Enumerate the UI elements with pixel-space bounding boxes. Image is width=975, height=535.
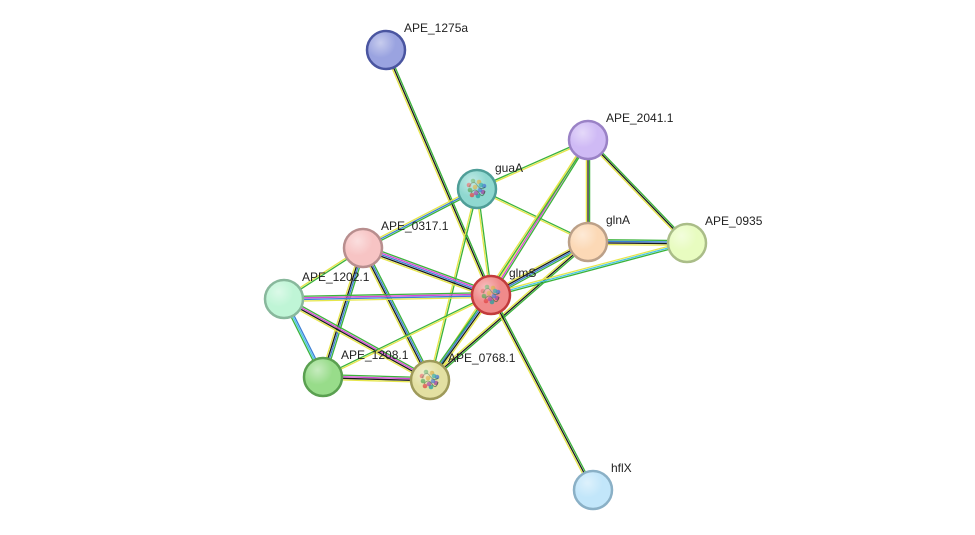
edge-APE_1275a-glmS[interactable] bbox=[383, 49, 494, 296]
node-label: APE_2041.1 bbox=[606, 111, 674, 125]
edge-strand bbox=[491, 293, 595, 490]
node-APE_0768.1[interactable]: APE_0768.1 bbox=[409, 351, 516, 401]
edge-strand bbox=[361, 187, 477, 248]
node-highlight bbox=[368, 32, 404, 68]
edge-strand bbox=[283, 291, 491, 298]
edge-strand bbox=[323, 248, 365, 378]
edge-strand bbox=[323, 295, 492, 379]
edge-strand bbox=[284, 296, 432, 379]
node-guaA[interactable]: guaA bbox=[456, 161, 523, 210]
edge-APE_2041.1-APE_0935[interactable] bbox=[586, 138, 689, 245]
edge-glnA-APE_0768.1[interactable] bbox=[428, 240, 590, 382]
edge-strand bbox=[363, 244, 493, 293]
edge-strand bbox=[428, 240, 588, 380]
edge-strand bbox=[588, 138, 689, 243]
edge-strand bbox=[284, 296, 492, 303]
edge-guaA-glnA[interactable] bbox=[476, 187, 589, 244]
edge-APE_0935-glmS[interactable] bbox=[490, 240, 688, 298]
node-label: APE_1208.1 bbox=[341, 348, 409, 362]
edge-strand bbox=[476, 189, 588, 244]
edge-strand bbox=[586, 140, 687, 245]
edge-strand bbox=[477, 187, 589, 242]
edge-strand bbox=[320, 247, 362, 377]
edge-strand bbox=[324, 248, 366, 378]
node-APE_1275a[interactable]: APE_1275a bbox=[365, 21, 468, 71]
node-label: glmS bbox=[509, 266, 536, 280]
node-label: hflX bbox=[611, 461, 632, 475]
edge-strand bbox=[284, 297, 431, 380]
edge-strand bbox=[362, 188, 478, 249]
node-highlight bbox=[459, 171, 495, 207]
edge-strand bbox=[363, 189, 479, 250]
edge-strand bbox=[364, 246, 433, 380]
node-hflX[interactable]: hflX bbox=[572, 461, 632, 511]
edge-APE_0317.1-glmS[interactable] bbox=[361, 244, 493, 299]
edge-strand bbox=[490, 240, 687, 295]
edge-APE_1202.1-APE_0768.1[interactable] bbox=[282, 296, 432, 383]
edges-layer bbox=[281, 49, 689, 492]
node-glmS[interactable]: glmS bbox=[470, 266, 536, 316]
node-highlight bbox=[570, 122, 606, 158]
edge-strand bbox=[385, 49, 492, 296]
node-APE_1202.1[interactable]: APE_1202.1 bbox=[263, 270, 370, 320]
node-APE_1208.1[interactable]: APE_1208.1 bbox=[302, 348, 409, 398]
edge-strand bbox=[383, 50, 491, 296]
edge-strand bbox=[430, 242, 590, 382]
edge-strand bbox=[490, 242, 688, 296]
edge-strand bbox=[360, 248, 429, 382]
node-highlight bbox=[473, 277, 509, 313]
edge-strand bbox=[284, 295, 492, 301]
node-highlight bbox=[669, 225, 705, 261]
node-glnA[interactable]: glnA bbox=[567, 213, 630, 263]
edge-APE_1202.1-glmS[interactable] bbox=[283, 291, 492, 303]
node-label: APE_0317.1 bbox=[381, 219, 449, 233]
node-label: APE_1202.1 bbox=[302, 270, 370, 284]
edge-APE_1208.1-glmS[interactable] bbox=[322, 293, 492, 379]
node-highlight bbox=[305, 359, 341, 395]
edge-strand bbox=[386, 49, 494, 295]
node-highlight bbox=[570, 224, 606, 260]
node-highlight bbox=[266, 281, 302, 317]
node-highlight bbox=[345, 230, 381, 266]
node-highlight bbox=[575, 472, 611, 508]
edge-APE_0317.1-APE_1208.1[interactable] bbox=[320, 247, 366, 378]
edge-strand bbox=[491, 243, 688, 298]
node-label: APE_0935 bbox=[705, 214, 763, 228]
node-highlight bbox=[412, 362, 448, 398]
edge-strand bbox=[282, 300, 430, 383]
edge-strand bbox=[362, 248, 491, 298]
edge-strand bbox=[361, 248, 430, 381]
edge-glmS-hflX[interactable] bbox=[489, 293, 595, 492]
edge-strand bbox=[321, 247, 363, 377]
edge-strand bbox=[283, 299, 430, 382]
edge-guaA-APE_0317.1[interactable] bbox=[361, 187, 479, 250]
edge-strand bbox=[363, 245, 492, 295]
edge-strand bbox=[363, 247, 432, 380]
edge-strand bbox=[322, 293, 491, 377]
node-label: APE_1275a bbox=[404, 21, 468, 35]
node-label: guaA bbox=[495, 161, 523, 175]
edge-strand bbox=[283, 293, 491, 299]
edge-strand bbox=[429, 241, 589, 381]
edge-strand bbox=[361, 250, 491, 299]
node-APE_2041.1[interactable]: APE_2041.1 bbox=[567, 111, 674, 161]
node-APE_0317.1[interactable]: APE_0317.1 bbox=[342, 219, 449, 269]
edge-strand bbox=[491, 140, 590, 297]
node-APE_0935[interactable]: APE_0935 bbox=[666, 214, 763, 264]
edge-APE_0317.1-APE_0768.1[interactable] bbox=[360, 246, 433, 382]
edge-strand bbox=[490, 294, 594, 491]
edge-strand bbox=[489, 295, 593, 492]
node-label: APE_0768.1 bbox=[448, 351, 516, 365]
edge-strand bbox=[587, 139, 688, 244]
node-label: glnA bbox=[606, 213, 630, 227]
edge-strand bbox=[362, 247, 492, 296]
